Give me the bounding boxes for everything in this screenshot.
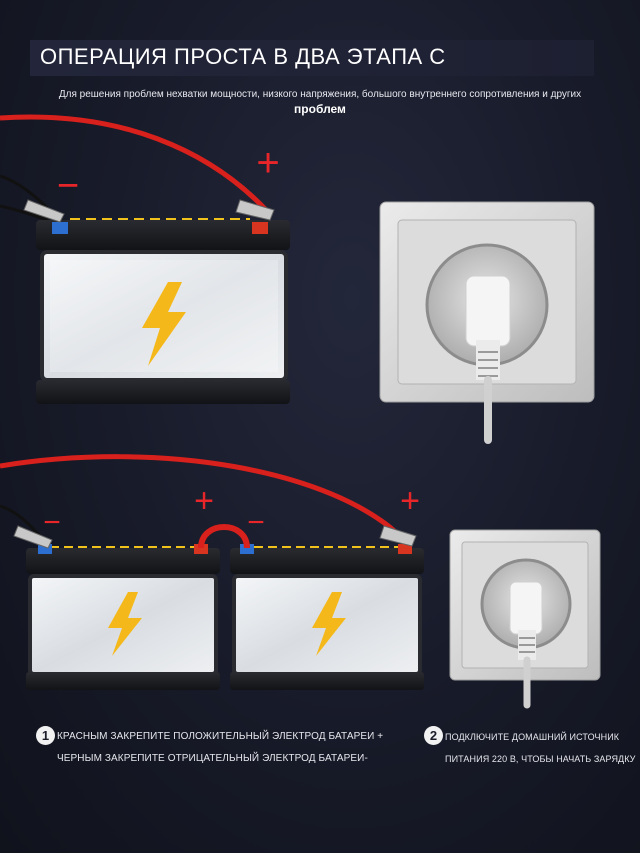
page-subtitle: Для решения проблем нехватки мощности, н… — [30, 88, 610, 116]
battery-left — [26, 544, 220, 690]
minus-sign: − — [57, 165, 79, 207]
wall-socket-top — [379, 201, 595, 444]
lightning-bolt-icon-right — [312, 592, 346, 656]
series-jumper — [198, 524, 250, 549]
step-1-line-2: ЧЕРНЫМ ЗАКРЕПИТЕ ОТРИЦАТЕЛЬНЫЙ ЭЛЕКТРОД … — [57, 753, 368, 764]
plus-sign-left: + — [194, 482, 214, 520]
minus-sign-right: − — [247, 506, 265, 539]
negative-terminal — [52, 222, 68, 234]
step-2-line-2: ПИТАНИЯ 220 В, ЧТОБЫ НАЧАТЬ ЗАРЯДКУ — [445, 754, 636, 764]
red-cable-bottom — [0, 454, 402, 538]
plus-sign-right: + — [400, 482, 420, 520]
battery-top — [23, 199, 290, 404]
wall-socket-bottom — [449, 529, 601, 709]
plus-sign: + — [256, 141, 279, 185]
step-1-line-1: КРАСНЫМ ЗАКРЕПИТЕ ПОЛОЖИТЕЛЬНЫЙ ЭЛЕКТРОД… — [57, 731, 384, 742]
battery-right — [230, 544, 424, 690]
step-2-number: 2 — [424, 726, 443, 745]
step-1-number: 1 — [36, 726, 55, 745]
positive-terminal — [252, 222, 268, 234]
page-title: ОПЕРАЦИЯ ПРОСТА В ДВА ЭТАПА С — [40, 44, 446, 69]
subtitle-line-2: проблем — [294, 102, 346, 116]
subtitle-line-1: Для решения проблем нехватки мощности, н… — [58, 89, 582, 100]
title-bar — [30, 40, 594, 76]
step-1: 1 КРАСНЫМ ЗАКРЕПИТЕ ПОЛОЖИТЕЛЬНЫЙ ЭЛЕКТР… — [36, 726, 383, 770]
minus-sign-left: − — [43, 506, 61, 539]
lightning-bolt-icon — [142, 282, 186, 366]
black-cable-2 — [0, 204, 49, 222]
step-2-line-1: ПОДКЛЮЧИТЕ ДОМАШНИЙ ИСТОЧНИК — [445, 732, 620, 742]
red-cable — [0, 114, 270, 214]
lightning-bolt-icon-left — [108, 592, 142, 656]
step-2: 2 ПОДКЛЮЧИТЕ ДОМАШНИЙ ИСТОЧНИК ПИТАНИЯ 2… — [424, 726, 636, 770]
